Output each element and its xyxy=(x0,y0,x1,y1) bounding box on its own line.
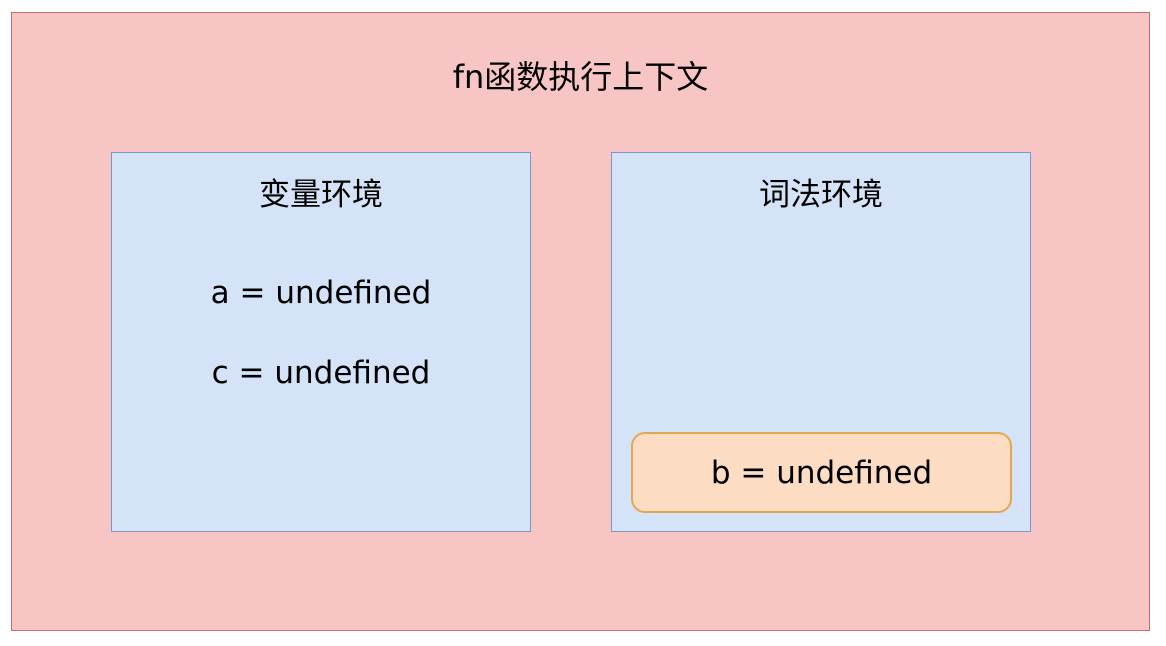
lexical-entry-b: b = undefined xyxy=(631,432,1012,513)
variable-environment-panel: 变量环境 a = undefined c = undefined xyxy=(111,152,531,532)
lexical-environment-title: 词法环境 xyxy=(759,177,883,213)
variable-entry-a: a = undefined xyxy=(210,275,432,311)
variable-environment-title: 变量环境 xyxy=(259,177,383,213)
variable-entry-c: c = undefined xyxy=(211,355,431,391)
execution-context-title: fn函数执行上下文 xyxy=(452,58,709,96)
lexical-environment-panel: 词法环境 b = undefined xyxy=(611,152,1031,532)
execution-context-box: fn函数执行上下文 变量环境 a = undefined c = undefin… xyxy=(11,12,1150,631)
